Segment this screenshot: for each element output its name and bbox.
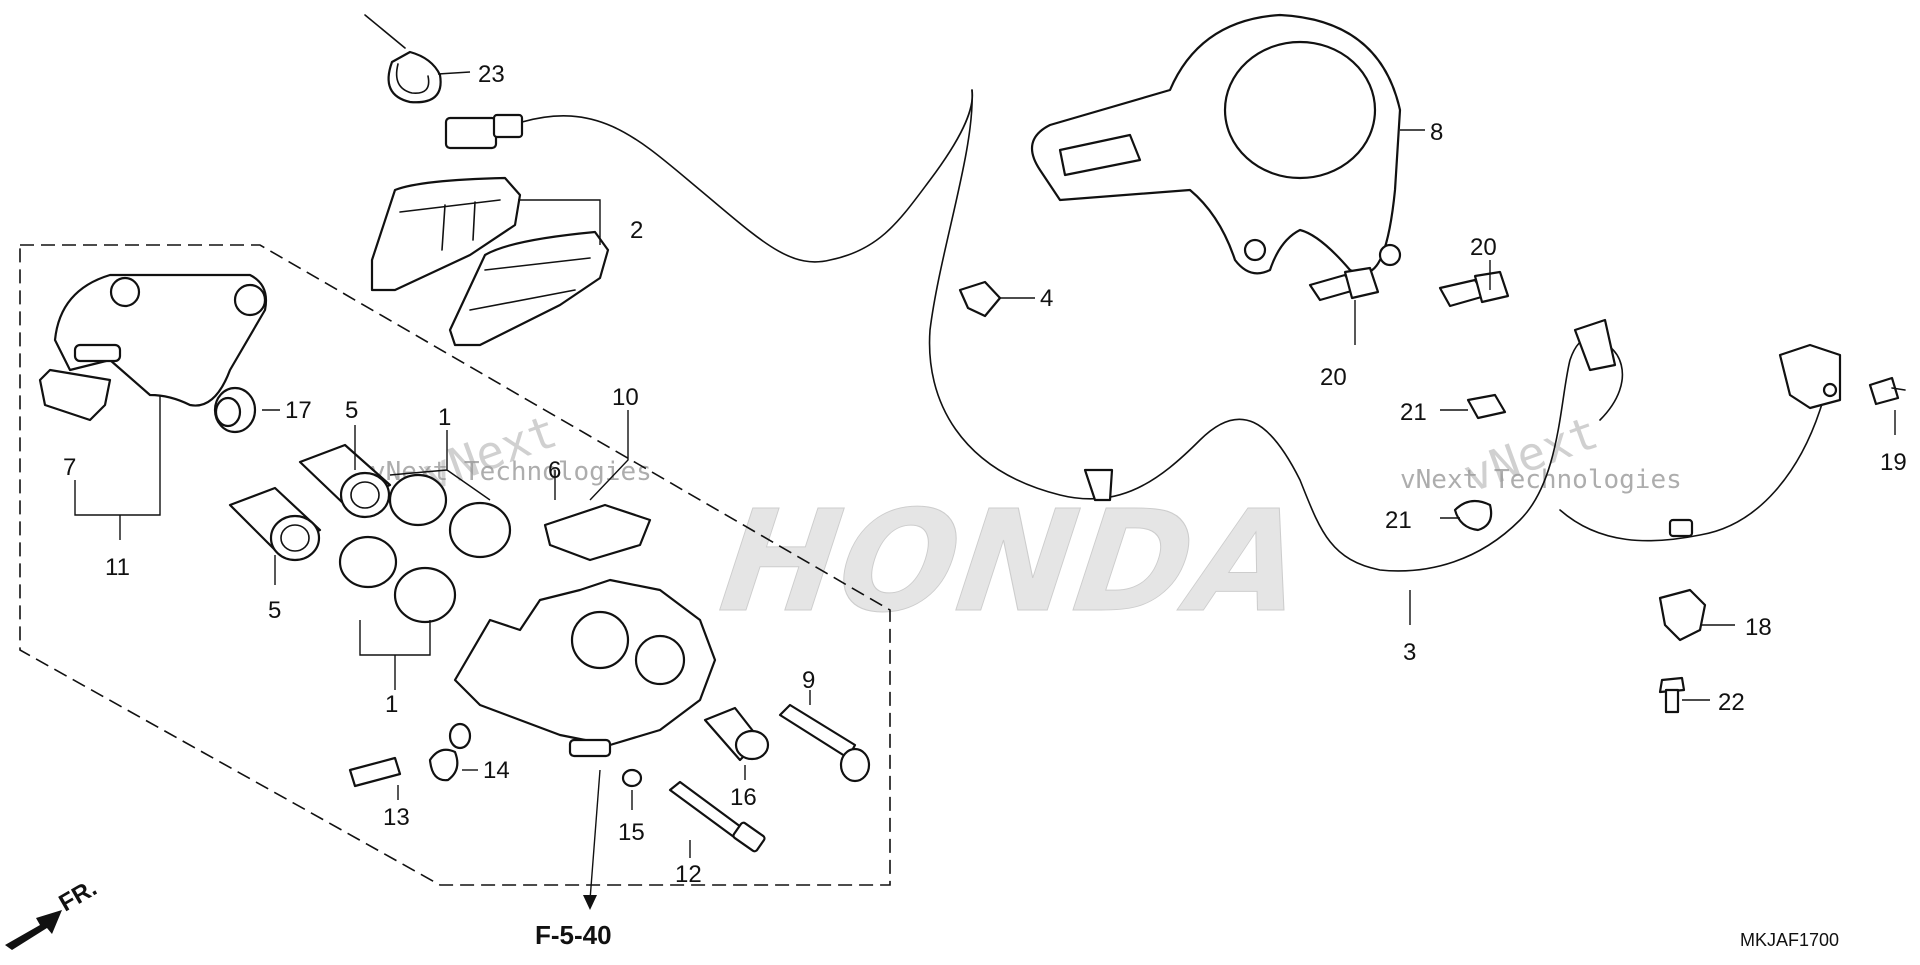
caliper-bracket-8: [1030, 13, 1402, 275]
bolt-19: [1868, 376, 1906, 406]
callout-2: 2: [630, 217, 643, 244]
callout-5b: 5: [268, 597, 281, 624]
pistons-5: [228, 443, 392, 562]
caliper-body: [453, 578, 717, 758]
diagram-code: MKJAF1700: [1740, 930, 1839, 950]
caliper-mount-11: [38, 273, 268, 422]
watermark-brand: HONDA: [696, 480, 1327, 643]
callout-19: 19: [1880, 449, 1907, 476]
clamp-18: [1658, 588, 1707, 642]
callout-3: 3: [1403, 639, 1416, 666]
bolt-22: [1658, 676, 1686, 714]
leader-lines: [74, 71, 1896, 910]
callout-5a: 5: [345, 397, 358, 424]
callout-16: 16: [730, 784, 757, 811]
callout-7: 7: [63, 454, 76, 481]
sensor-connector: [444, 89, 974, 263]
callout-21a: 21: [1400, 399, 1427, 426]
caliper-kit-outline: [19, 244, 891, 886]
clamps-21: [1453, 393, 1507, 532]
pad-spring-6: [543, 503, 652, 562]
callout-14: 14: [483, 757, 510, 784]
slide-pin-9: [778, 703, 871, 783]
callout-20a: 20: [1470, 234, 1497, 261]
clip-4: [958, 280, 1002, 318]
arrow-icon: [5, 910, 62, 950]
direction-indicator: FR.: [5, 874, 101, 950]
reference-link[interactable]: F-5-40: [535, 920, 612, 950]
callout-22: 22: [1718, 689, 1745, 716]
callout-15: 15: [618, 819, 645, 846]
callout-1a: 1: [438, 404, 451, 431]
callout-23: 23: [478, 61, 505, 88]
callout-8: 8: [1430, 119, 1443, 146]
callout-4: 4: [1040, 285, 1053, 312]
callout-12: 12: [675, 861, 702, 888]
callout-13: 13: [383, 804, 410, 831]
bleeder-13: [348, 756, 402, 788]
callouts: 23 2 4 8 20 20 21 21 3 19 18 22 17 7 11 …: [63, 61, 1907, 888]
watermark: HONDA vNext vNext Technologies vNext vNe…: [370, 404, 1682, 644]
cap-14: [428, 722, 472, 782]
callout-17: 17: [285, 397, 312, 424]
seals-1: [338, 473, 512, 624]
callout-18: 18: [1745, 614, 1772, 641]
speed-sensor-wire-3: [928, 89, 1842, 572]
callout-10: 10: [612, 384, 639, 411]
callout-9: 9: [802, 667, 815, 694]
callout-21b: 21: [1385, 507, 1412, 534]
cable-tie-23: [364, 14, 442, 104]
pin-boot-16: [703, 706, 770, 762]
boot-17: [213, 386, 257, 434]
pad-pin-12: [668, 780, 766, 853]
callout-20b: 20: [1320, 364, 1347, 391]
bolts-20: [1308, 266, 1510, 308]
brake-pads-2: [370, 176, 610, 347]
callout-1b: 1: [385, 691, 398, 718]
washer-15: [621, 768, 643, 788]
callout-6: 6: [548, 457, 561, 484]
callout-11: 11: [105, 554, 130, 581]
